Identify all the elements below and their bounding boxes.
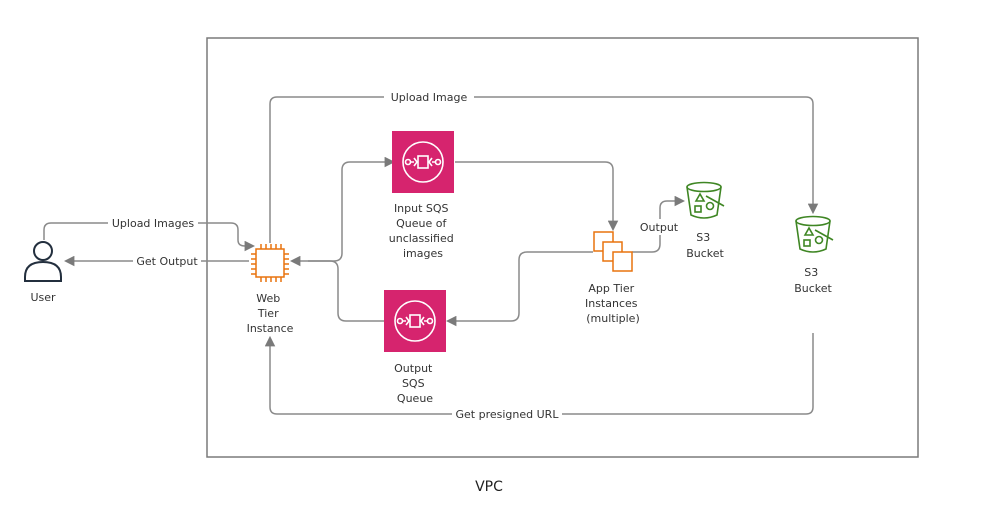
output-queue-label-line: SQS — [402, 377, 425, 390]
vpc-boundary — [206, 37, 919, 458]
input-queue-label-line: Input SQS — [394, 202, 449, 215]
s3-bucket-icon — [795, 215, 834, 253]
app-tier-label-line: (multiple) — [586, 312, 640, 325]
web-tier-label-line: Instance — [247, 322, 294, 335]
input-queue-label-line: unclassified — [389, 232, 454, 245]
user-node: User — [24, 241, 62, 304]
output-queue-label-line: Queue — [397, 392, 433, 405]
web-tier-label-line: Web — [256, 292, 280, 305]
svg-text:Output SQS Queue: Output SQS Queue — [394, 362, 436, 405]
user-label: User — [30, 291, 56, 304]
s3-bucket-outer-node: S3 Bucket — [794, 215, 834, 295]
user-icon — [24, 241, 62, 282]
edge-label-output: Output — [640, 221, 679, 234]
vpc-label: VPC — [475, 479, 503, 495]
svg-text:Input SQS Queue of: Input SQS Queue of unclassified images — [389, 202, 458, 260]
svg-text:Web Tier Instance: Web Tier Instance — [247, 292, 294, 335]
edge-output-queue-to-web — [289, 255, 384, 322]
edge-label-upload-images: Upload Images — [112, 217, 194, 230]
input-queue-label-line: images — [403, 247, 443, 260]
app-tier-label-line: Instances — [585, 297, 638, 310]
output-queue-label-line: Output — [394, 362, 433, 375]
svg-text:App Tier Instances: App Tier Instances (multiple) — [585, 282, 641, 325]
ec2-instances-icon — [593, 231, 633, 272]
edge-get-presigned-url — [264, 333, 814, 415]
edge-web-to-input-queue — [308, 156, 396, 262]
app-tier-node: App Tier Instances (multiple) — [585, 231, 641, 325]
edge-upload-image — [269, 96, 819, 243]
edge-app-to-output-queue — [445, 251, 593, 327]
s3-outer-label-line: Bucket — [794, 282, 832, 295]
web-tier-label-line: Tier — [257, 307, 279, 320]
edge-label-get-presigned-url: Get presigned URL — [456, 408, 560, 421]
sqs-queue-icon — [392, 131, 454, 193]
app-tier-label-line: App Tier — [588, 282, 634, 295]
edge-input-queue-to-app — [455, 161, 619, 232]
output-queue-node: Output SQS Queue — [384, 290, 446, 405]
s3-inner-label-line: S3 — [696, 231, 710, 244]
web-tier-node: Web Tier Instance — [247, 244, 294, 335]
ec2-instance-icon — [251, 244, 289, 282]
s3-bucket-inner-node: S3 Bucket — [686, 181, 725, 260]
edge-label-get-output: Get Output — [136, 255, 198, 268]
edge-upload-images — [43, 222, 256, 252]
s3-bucket-icon — [686, 181, 725, 219]
edge-label-upload-image: Upload Image — [391, 91, 468, 104]
sqs-queue-icon — [384, 290, 446, 352]
svg-text:S3 Bucket: S3 Bucket — [794, 266, 832, 295]
input-queue-label-line: Queue of — [396, 217, 447, 230]
s3-outer-label-line: S3 — [804, 266, 818, 279]
s3-inner-label-line: Bucket — [686, 247, 724, 260]
input-queue-node: Input SQS Queue of unclassified images — [389, 131, 458, 260]
svg-text:S3 Bucket: S3 Bucket — [686, 231, 724, 260]
